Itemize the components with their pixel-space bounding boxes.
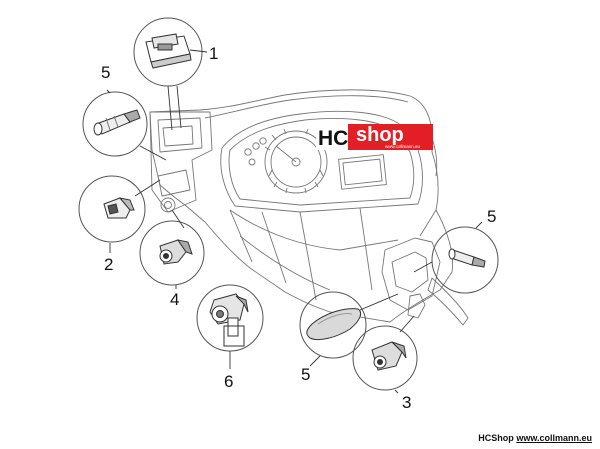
- callout-number-5-left: 5: [101, 63, 110, 82]
- callout-circles: [78, 17, 499, 391]
- logo-hc-text: HC: [318, 127, 348, 150]
- hc-shop-logo: HC shop www.collmann.eu: [316, 124, 433, 150]
- logo-shop-box: [348, 124, 433, 150]
- callout-circle-4: [139, 220, 205, 286]
- part-5-bulb-left: [93, 109, 141, 136]
- callout-number-5-right: 5: [487, 207, 496, 226]
- logo-hc-box: [316, 124, 348, 150]
- leader-lines: [106, 49, 483, 394]
- callout-circle-2: [78, 175, 146, 243]
- part-7-lock-cylinder: [209, 293, 249, 347]
- callout-number-4: 4: [170, 290, 179, 309]
- callout-circle-3: [352, 325, 418, 391]
- callout-circle-5-left: [82, 91, 148, 157]
- part-2-switch-cover: [103, 197, 135, 219]
- part-5-bulb-right: [448, 248, 486, 268]
- callout-numbers: 1 5 2 4 6 5 5 3: [101, 44, 496, 412]
- callout-number-3: 3: [402, 393, 411, 412]
- callout-number-6: 5: [301, 365, 310, 384]
- part-4-ignition-switch: [159, 239, 193, 265]
- footer-credit: HCShop www.collmann.eu: [478, 433, 592, 443]
- footer-url-link[interactable]: www.collmann.eu: [516, 433, 592, 443]
- callout-circle-6: [299, 291, 367, 359]
- logo-url-text: www.collmann.eu: [385, 144, 421, 149]
- part-1-switch: [145, 33, 192, 69]
- part-3-switch: [371, 341, 407, 371]
- callout-number-2: 2: [104, 255, 113, 274]
- logo-shop-text: shop: [356, 124, 404, 146]
- part-6-lens: [306, 308, 362, 341]
- callout-circle-5-right: [431, 226, 499, 294]
- footer-brand: HCShop: [478, 433, 514, 443]
- callout-number-1: 1: [209, 44, 218, 63]
- callout-number-7: 6: [224, 372, 233, 391]
